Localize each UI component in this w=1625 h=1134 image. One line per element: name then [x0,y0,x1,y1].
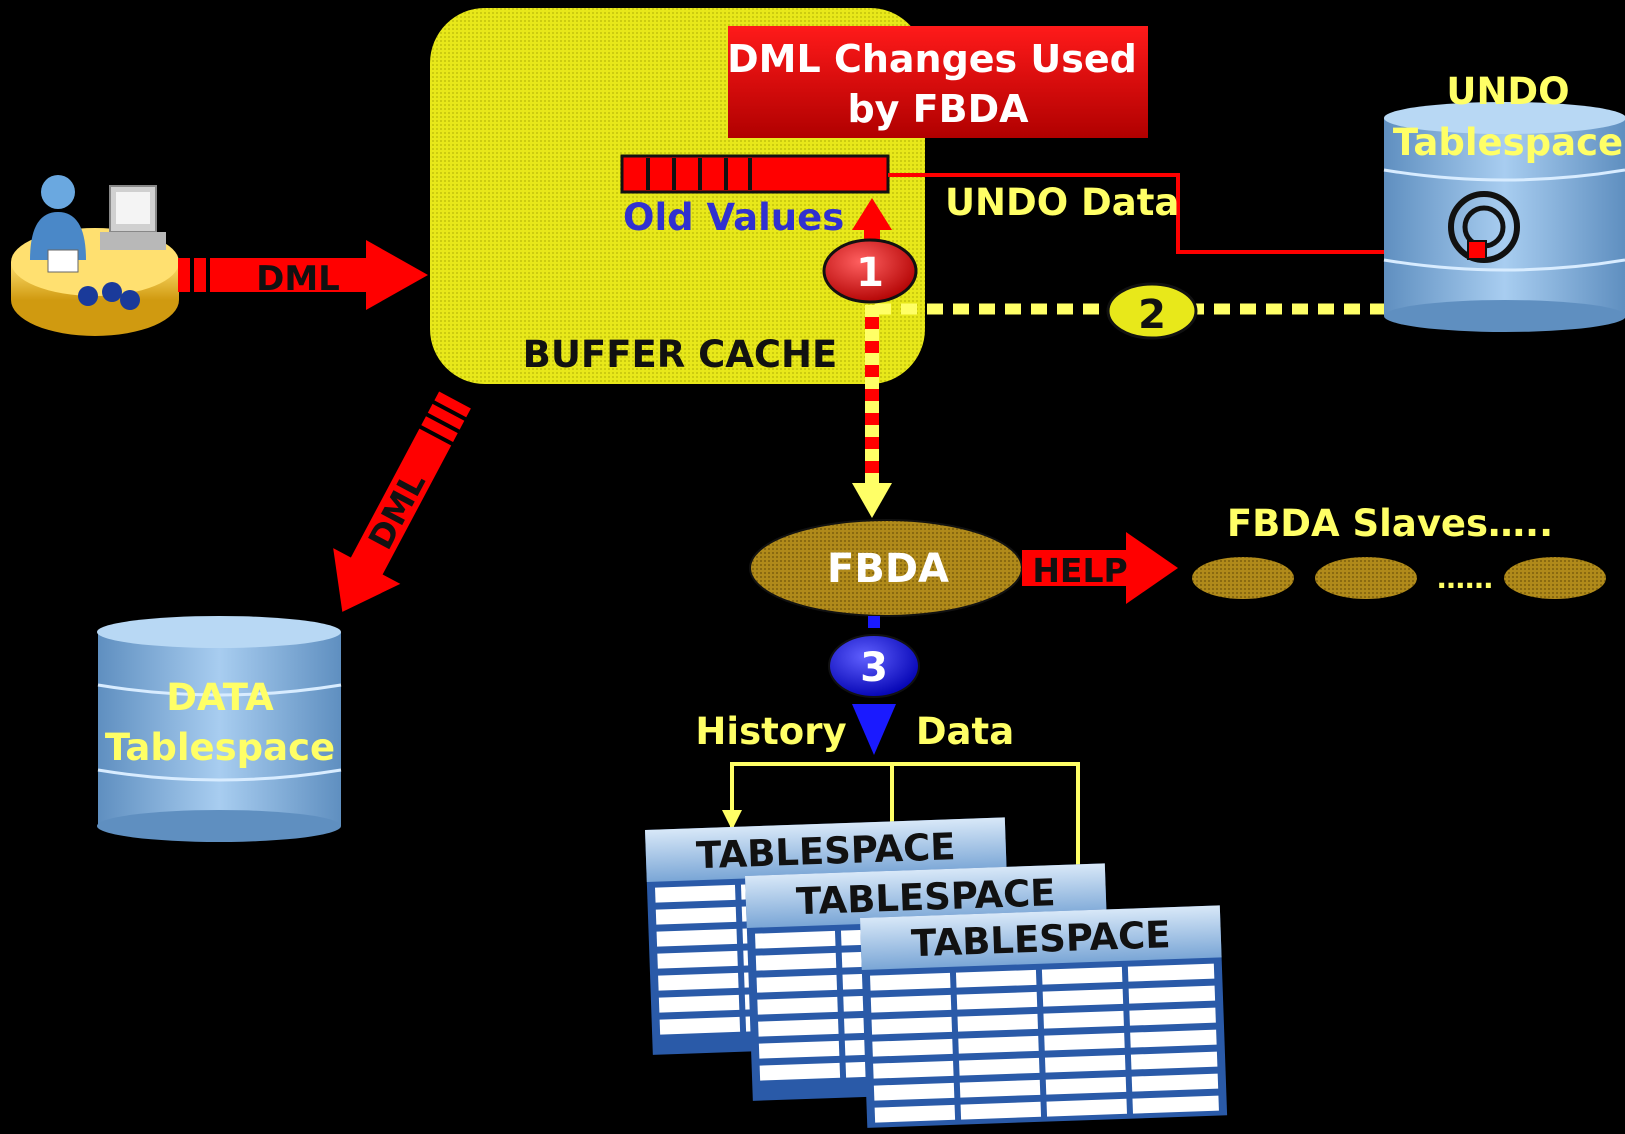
step1-label: 1 [856,250,884,296]
slave-ellipsis: …… [1437,562,1493,595]
data-tbs-line1: DATA [166,676,274,719]
tablespace-label-1: TABLESPACE [695,825,956,877]
dml-arrow-right: DML [178,240,428,310]
undo-segment-icon [1448,191,1520,263]
step2-badge: 2 [1106,282,1198,340]
step1-badge: 1 [822,238,918,304]
fbda-slave-group: …… [1192,557,1606,599]
fbda-slaves-label: FBDA Slaves….. [1227,502,1553,545]
fbda-slave [1315,557,1417,599]
buffer-cache-label: BUFFER CACHE [523,333,838,376]
undo-data-label: UNDO Data [945,181,1179,224]
dml-down-label: DML [360,466,433,556]
old-values-label: Old Values [623,196,844,239]
help-arrow: HELP [1022,532,1178,604]
fbda-slave [1504,557,1606,599]
undo-title-line1: UNDO [1446,70,1569,113]
step3-label: 3 [860,645,888,691]
undo-title-line2: Tablespace [1393,121,1623,164]
data-tablespace-cylinder: DATA Tablespace [97,616,342,842]
history-label: History [695,710,846,753]
fbda-process: FBDA [749,519,1023,617]
dml-banner-line2: by FBDA [847,87,1029,131]
old-values-bar [620,154,890,194]
data-label: Data [916,710,1014,753]
step2-label: 2 [1138,292,1166,338]
dml-arrow-down-left: DML [333,391,471,612]
dml-right-label: DML [256,259,340,299]
dml-banner-line1: DML Changes Used [727,37,1137,81]
dml-changes-banner: DML Changes Used by FBDA [727,26,1148,138]
buffer-to-fbda-arrow [852,305,892,518]
user-workstation-icon [11,175,179,336]
fbda-label: FBDA [827,546,949,592]
tablespace-label-3: TABLESPACE [910,913,1171,965]
step3-badge: 3 [828,634,920,698]
tablespace-card-3: TABLESPACE [860,905,1228,1128]
help-label: HELP [1032,551,1127,590]
data-tbs-line2: Tablespace [105,726,335,769]
fbda-slave [1192,557,1294,599]
undo-tablespace-cylinder: UNDO Tablespace [1383,70,1625,332]
